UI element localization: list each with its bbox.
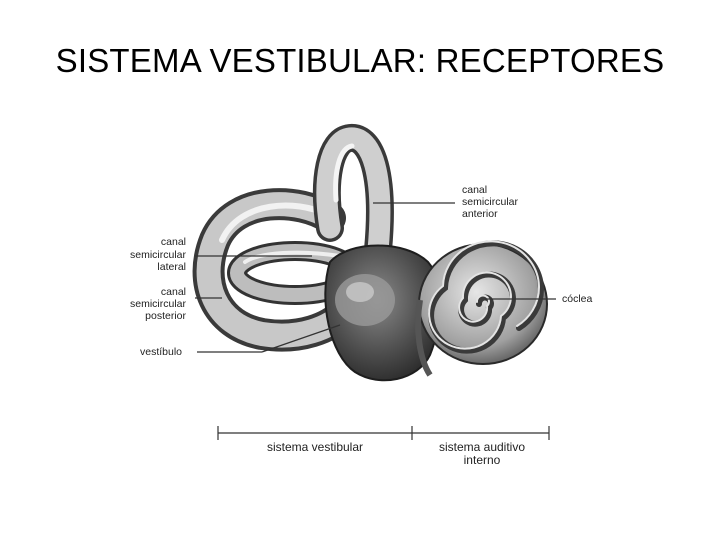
label-canal-posterior: canal semicircular posterior bbox=[130, 286, 187, 322]
anterior-canal bbox=[327, 138, 380, 250]
svg-text:canal: canal bbox=[462, 184, 487, 196]
svg-text:anterior: anterior bbox=[462, 208, 498, 220]
svg-text:posterior: posterior bbox=[145, 310, 186, 322]
scale-bar bbox=[218, 426, 549, 440]
svg-text:semicircular: semicircular bbox=[130, 249, 187, 261]
svg-text:semicircular: semicircular bbox=[130, 298, 187, 310]
label-sistema-vestibular: sistema vestibular bbox=[267, 440, 363, 454]
svg-text:canal: canal bbox=[161, 286, 186, 298]
svg-text:canal: canal bbox=[161, 236, 186, 248]
label-coclea: cóclea bbox=[562, 293, 593, 305]
svg-text:semicircular: semicircular bbox=[462, 196, 519, 208]
cochlea bbox=[418, 241, 547, 375]
label-sistema-auditivo-2: interno bbox=[464, 453, 501, 467]
label-sistema-auditivo-1: sistema auditivo bbox=[439, 440, 525, 454]
label-canal-anterior: canal semicircular anterior bbox=[462, 184, 519, 220]
svg-text:lateral: lateral bbox=[157, 261, 186, 273]
label-vestibulo: vestíbulo bbox=[140, 346, 182, 358]
label-canal-lateral: canal semicircular lateral bbox=[130, 236, 187, 273]
